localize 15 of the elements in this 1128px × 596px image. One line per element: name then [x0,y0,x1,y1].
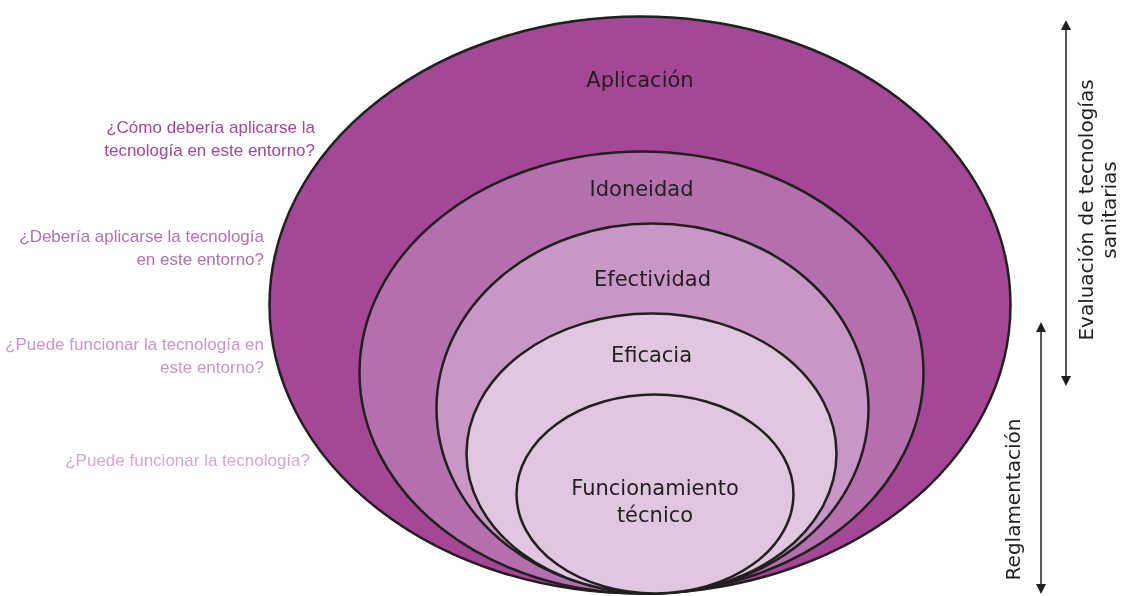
ellipse-layer [435,222,870,595]
ellipse-layer [358,150,925,595]
question-text: ¿Puede funcionar la tecnología en este entorno? [4,334,264,379]
layer-label: Funcionamiento técnico [571,475,739,530]
range-label: Evaluación de tecnologías sanitarias [1075,78,1121,343]
layer-label: Eficacia [609,342,694,369]
layer-label: Idoneidad [588,176,695,203]
ellipse-layer [465,312,838,595]
ellipse-layer [515,393,795,595]
question-text: ¿Debería aplicarse la tecnología en este entorno? [18,226,264,271]
range-label: Reglamentación [1001,417,1025,583]
question-text: ¿Cómo debería aplicarse la tecnología en este entorno? [103,117,315,162]
layer-label: Aplicación [585,67,695,94]
question-text: ¿Puede funcionar la tecnología? [64,450,310,472]
layer-label: Efectividad [593,266,712,293]
